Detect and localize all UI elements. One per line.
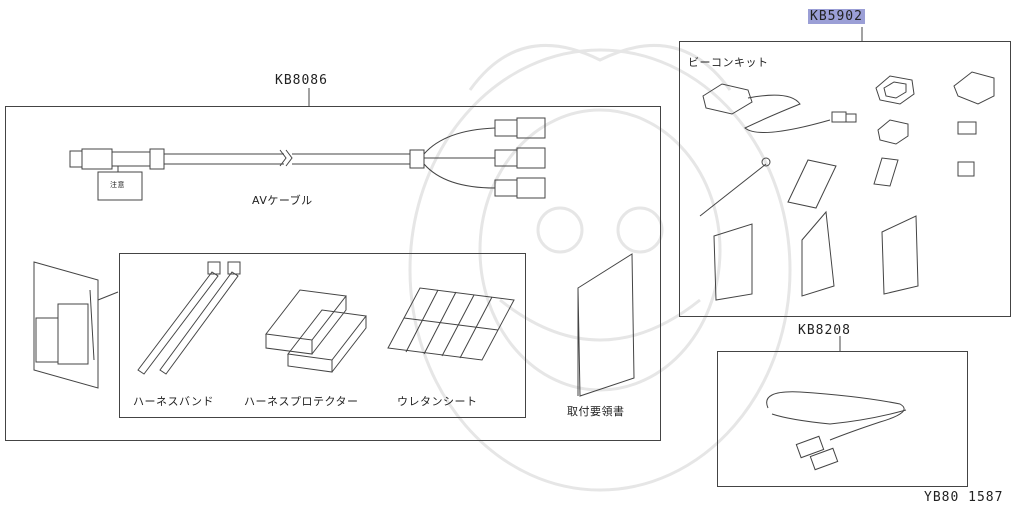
urethane-sheet-illustration [387,287,515,361]
part-code-kb8086: KB8086 [275,73,328,88]
accessory-sub-box [119,253,526,418]
beacon-kit-illustration [699,71,995,301]
harness-protector-label: ハーネスプロテクター [244,395,359,408]
manual-booklet-left [33,261,119,389]
kb8208-cable-illustration [766,391,907,471]
harness-protector-illustration [265,289,367,373]
av-cable-illustration [69,117,546,201]
harness-band-label: ハーネスバンド [133,395,215,408]
av-cable-label: AVケーブル [252,194,313,207]
part-code-kb5902-text: KB5902 [808,9,865,24]
kb5902-box [679,41,1011,317]
caution-tag-label: 注意 [110,181,125,189]
kb8086-box [5,106,661,441]
urethane-sheet-label: ウレタンシート [397,395,478,408]
install-manual-label: 取付要領書 [567,405,625,418]
harness-band-illustration [137,261,241,375]
watermark-emblem [408,44,792,492]
beacon-kit-label: ビーコンキット [688,56,769,69]
kb8208-box [717,351,968,487]
part-code-kb5902: KB5902 [808,9,865,24]
install-manual-illustration [577,253,635,397]
part-code-kb8208: KB8208 [798,323,851,338]
diagram-id: YB80 1587 [924,490,1004,505]
